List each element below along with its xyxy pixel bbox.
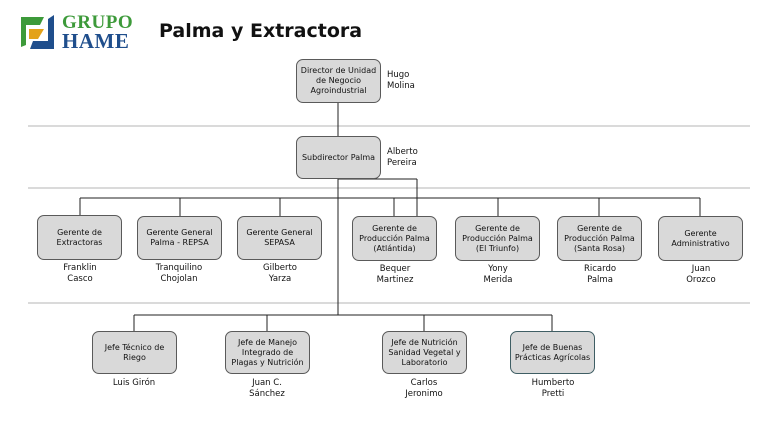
person-name: Luis Girón — [112, 378, 156, 388]
role-label: Subdirector Palma — [301, 152, 376, 162]
role-label: Director de Unidad de Negocio Agroindust… — [300, 66, 377, 95]
page-title: Palma y Extractora — [159, 20, 363, 42]
person-name: Bequer Martinez — [376, 264, 414, 285]
role-label: Jefe de Manejo Integrado de Plagas y Nut… — [231, 337, 304, 367]
org-box-chief: Jefe de Nutrición Sanidad Vegetal y Labo… — [382, 331, 467, 374]
role-label: Gerente Administrativo — [671, 228, 730, 248]
role-label: Jefe de Buenas Prácticas Agrícolas — [514, 342, 591, 362]
person-name: Franklin Casco — [63, 263, 97, 284]
person-name: Gilberto Yarza — [263, 263, 297, 284]
person-name: Ricardo Palma — [583, 264, 617, 285]
role-label: Gerente de Producción Palma (Atlántida) — [359, 223, 430, 253]
role-label: Gerente General SEPASA — [246, 228, 313, 247]
org-box-manager: Gerente Administrativo — [658, 216, 743, 261]
org-box-chief: Jefe Técnico de Riego — [92, 331, 177, 374]
org-box-manager: Gerente de Producción Palma (Santa Rosa) — [557, 216, 642, 261]
role-label: Gerente de Extractoras — [56, 227, 103, 247]
person-name: Tranquilino Chojolan — [155, 263, 203, 284]
org-box-director: Director de Unidad de Negocio Agroindust… — [296, 59, 381, 103]
company-logo: GRUPO HAME — [18, 12, 138, 54]
person-name: Humberto Pretti — [531, 378, 575, 399]
person-name: Hugo Molina — [387, 70, 415, 91]
org-box-manager: Gerente de Producción Palma (El Triunfo) — [455, 216, 540, 261]
org-box-manager: Gerente General SEPASA — [237, 216, 322, 260]
person-name: Yony Merida — [483, 264, 513, 285]
person-name: Juan Orozco — [686, 264, 716, 285]
role-label: Gerente General Palma - REPSA — [146, 228, 213, 247]
role-label: Jefe de Nutrición Sanidad Vegetal y Labo… — [388, 337, 461, 367]
logo-text: GRUPO HAME — [62, 12, 134, 53]
person-name: Alberto Pereira — [387, 147, 418, 168]
org-box-chief: Jefe de Buenas Prácticas Agrícolas — [510, 331, 595, 374]
org-box-manager: Gerente General Palma - REPSA — [137, 216, 222, 260]
logo-line2: HAME — [62, 29, 130, 53]
org-box-manager: Gerente de Producción Palma (Atlántida) — [352, 216, 437, 261]
org-box-subdirector: Subdirector Palma — [296, 136, 381, 179]
logo-line1: GRUPO — [62, 12, 134, 33]
org-box-manager: Gerente de Extractoras — [37, 215, 122, 260]
person-name: Carlos Jeronimo — [405, 378, 443, 399]
logo-mark-icon — [21, 15, 54, 49]
role-label: Gerente de Producción Palma (Santa Rosa) — [564, 223, 635, 253]
role-label: Gerente de Producción Palma (El Triunfo) — [462, 223, 533, 253]
person-name: Juan C. Sánchez — [249, 378, 285, 399]
role-label: Jefe Técnico de Riego — [104, 342, 165, 362]
org-box-chief: Jefe de Manejo Integrado de Plagas y Nut… — [225, 331, 310, 374]
